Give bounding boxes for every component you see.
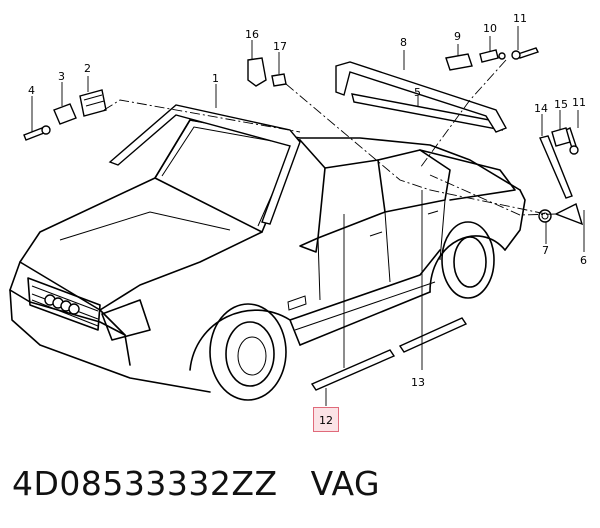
part-6-triangle-cover bbox=[554, 203, 584, 226]
callout-14: 14 bbox=[534, 102, 548, 115]
part-8-window-moulding bbox=[335, 61, 507, 133]
part-11-screw-right bbox=[565, 127, 579, 155]
callout-6: 6 bbox=[580, 254, 587, 267]
callout-5: 5 bbox=[414, 86, 421, 99]
part-15-clip bbox=[551, 127, 571, 147]
highlighted-callout-box[interactable] bbox=[313, 407, 339, 432]
part-17-clip bbox=[271, 73, 287, 87]
part-number-caption: 4D08533332ZZ VAG bbox=[12, 464, 380, 503]
part-3-bracket bbox=[53, 103, 77, 125]
car-illustration bbox=[9, 119, 526, 401]
part-12-door-moulding-front bbox=[310, 349, 396, 391]
part-4-screw bbox=[23, 125, 51, 141]
part-number: 4D08533332ZZ bbox=[12, 464, 278, 503]
callout-8: 8 bbox=[400, 36, 407, 49]
brand-name: VAG bbox=[310, 464, 381, 503]
part-1-windshield-moulding bbox=[108, 104, 301, 225]
callout-13: 13 bbox=[411, 376, 425, 389]
part-16-mirror-cover bbox=[247, 57, 267, 87]
part-2-clip bbox=[79, 89, 107, 117]
callout-1: 1 bbox=[212, 72, 219, 85]
callout-2: 2 bbox=[84, 62, 91, 75]
audi-rings-logo bbox=[44, 294, 80, 315]
callout-labels: 1 2 3 4 5 6 7 8 9 10 11 11 13 14 15 16 1… bbox=[28, 12, 587, 389]
part-13-door-moulding-rear bbox=[398, 317, 468, 353]
callout-10: 10 bbox=[483, 22, 497, 35]
part-10-clip bbox=[479, 49, 506, 63]
callout-7: 7 bbox=[542, 244, 549, 257]
callout-16: 16 bbox=[245, 28, 259, 41]
callout-11-right: 11 bbox=[572, 96, 586, 109]
part-11-screw-top bbox=[511, 47, 539, 60]
callout-9: 9 bbox=[454, 30, 461, 43]
part-9-clip bbox=[445, 53, 473, 71]
callout-3: 3 bbox=[58, 70, 65, 83]
part-7-grommet bbox=[538, 209, 552, 223]
callout-15: 15 bbox=[554, 98, 568, 111]
part-14-pillar-trim bbox=[539, 135, 573, 199]
leader-lines bbox=[31, 26, 585, 406]
callout-11-top: 11 bbox=[513, 12, 527, 25]
callout-4: 4 bbox=[28, 84, 35, 97]
callout-17: 17 bbox=[273, 40, 287, 53]
